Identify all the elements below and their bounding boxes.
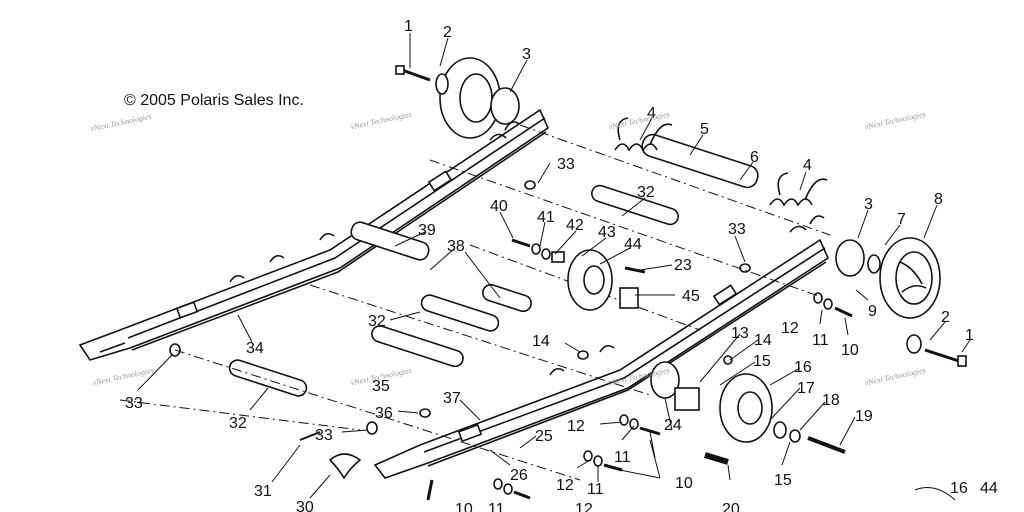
callout-5: 5 (700, 121, 709, 138)
callout-33: 33 (557, 156, 575, 173)
callout-4: 4 (803, 157, 812, 174)
callout-42: 42 (566, 217, 584, 234)
callout-44: 44 (624, 236, 642, 253)
callout-45: 45 (682, 288, 700, 305)
left-rail (78, 108, 550, 361)
callout-16: 16 (794, 359, 812, 376)
callout-12: 12 (556, 477, 574, 494)
callout-6: 6 (750, 149, 759, 166)
callout-15: 15 (753, 353, 771, 370)
callout-16: 16 (950, 480, 968, 497)
callout-4: 4 (647, 105, 656, 122)
callout-40: 40 (490, 198, 508, 215)
callout-12: 12 (567, 418, 585, 435)
callout-14: 14 (754, 332, 772, 349)
callout-17: 17 (797, 380, 815, 397)
callout-37: 37 (443, 390, 461, 407)
callout-10: 10 (455, 501, 473, 512)
copyright-notice: © 2005 Polaris Sales Inc. (124, 92, 304, 109)
callout-8: 8 (934, 191, 943, 208)
callout-39: 39 (418, 222, 436, 239)
callout-11: 11 (488, 501, 505, 512)
callout-12: 12 (575, 501, 593, 512)
callout-34: 34 (246, 340, 264, 357)
callout-10: 10 (675, 475, 693, 492)
callout-9: 9 (868, 303, 877, 320)
callout-13: 13 (731, 325, 749, 342)
wheels (435, 57, 941, 443)
callout-20: 20 (722, 501, 740, 512)
callout-32: 32 (368, 313, 386, 330)
callout-7: 7 (897, 211, 906, 228)
callout-11: 11 (614, 449, 631, 466)
callout-24: 24 (664, 417, 682, 434)
callout-3: 3 (522, 46, 531, 63)
callout-11: 11 (587, 481, 604, 498)
callout-33: 33 (728, 221, 746, 238)
callout-1: 1 (965, 327, 974, 344)
callout-15: 15 (774, 472, 792, 489)
callout-38: 38 (447, 238, 465, 255)
callout-33: 33 (315, 427, 333, 444)
callout-26: 26 (510, 467, 528, 484)
callout-43: 43 (598, 224, 616, 241)
callout-11: 11 (812, 332, 829, 349)
callout-19: 19 (855, 408, 873, 425)
callout-41: 41 (537, 209, 555, 226)
callout-10: 10 (841, 342, 859, 359)
callout-33: 33 (125, 395, 143, 412)
callout-2: 2 (443, 24, 452, 41)
callout-labels: 1 2 3 4 5 6 4 3 8 7 9 2 1 33 32 33 40 41… (125, 18, 998, 512)
callout-12: 12 (781, 320, 799, 337)
callout-1: 1 (404, 18, 413, 35)
callout-3: 3 (864, 196, 873, 213)
callout-36: 36 (375, 405, 393, 422)
callout-2: 2 (941, 309, 950, 326)
callout-44: 44 (980, 480, 998, 497)
callout-30: 30 (296, 499, 314, 512)
callout-25: 25 (535, 428, 553, 445)
callout-32: 32 (637, 184, 655, 201)
callout-23: 23 (674, 257, 692, 274)
callout-31: 31 (254, 483, 272, 500)
cross-shafts (228, 117, 828, 397)
right-rail (373, 215, 830, 479)
callout-32: 32 (229, 415, 247, 432)
callout-18: 18 (822, 392, 840, 409)
leader-lines (137, 33, 971, 499)
callout-35: 35 (372, 378, 390, 395)
callout-14: 14 (532, 333, 550, 350)
hardware (169, 65, 967, 501)
